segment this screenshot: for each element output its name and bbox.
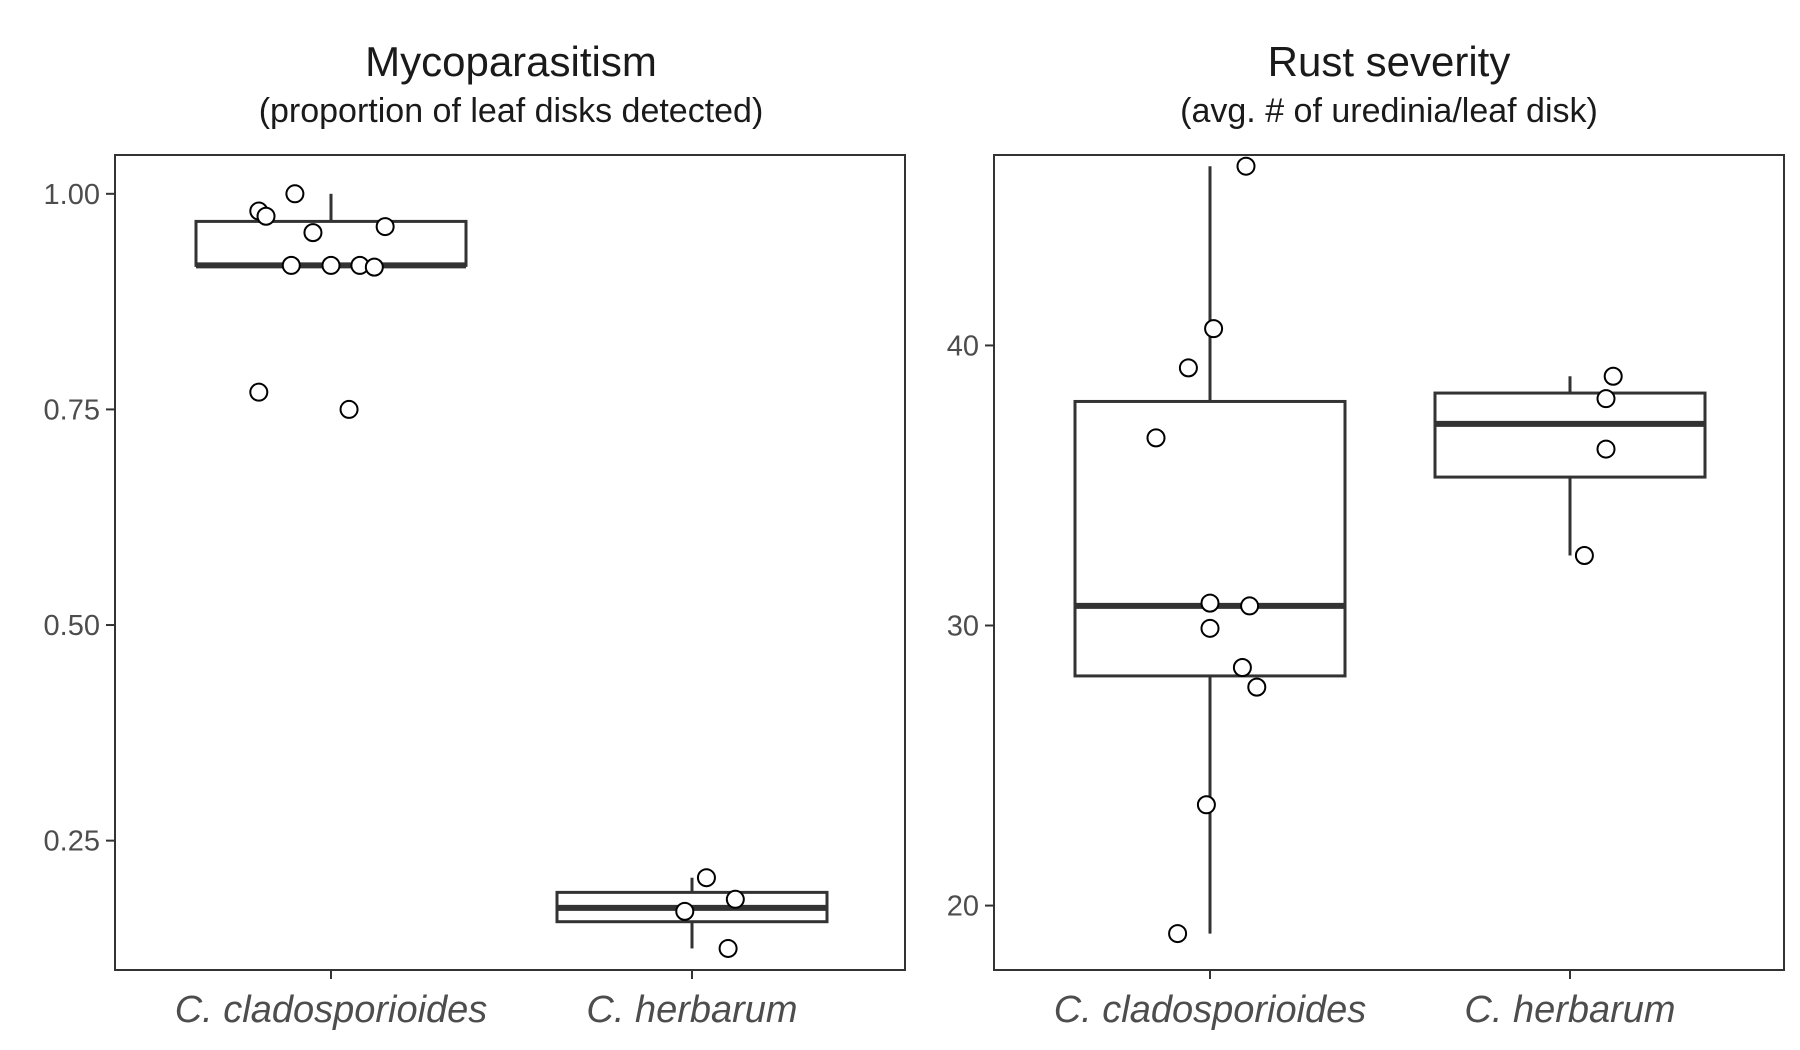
data-point xyxy=(1200,593,1220,613)
data-point xyxy=(1178,358,1198,378)
y-tick-label: 0.75 xyxy=(44,394,100,426)
data-point xyxy=(303,223,323,243)
data-point xyxy=(1236,156,1256,176)
data-point xyxy=(675,901,695,921)
y-tick-label: 0.50 xyxy=(44,610,100,642)
data-point xyxy=(1247,677,1267,697)
x-tick-label: C. herbarum xyxy=(586,989,797,1031)
x-tick-label: C. cladosporioides xyxy=(1054,989,1367,1031)
y-tick-label: 20 xyxy=(947,891,979,923)
data-point xyxy=(1196,795,1216,815)
boxplot-c-cladosporioides xyxy=(194,193,468,269)
panel-rust-severity: Rust severity (avg. # of uredinia/leaf d… xyxy=(947,38,1785,1031)
panel-title: Mycoparasitism xyxy=(365,38,657,85)
panel-subtitle: (avg. # of uredinia/leaf disk) xyxy=(1180,92,1598,130)
boxplot-c-cladosporioides xyxy=(1073,166,1347,934)
data-point xyxy=(321,255,341,275)
x-tick-label: C. herbarum xyxy=(1464,989,1675,1031)
data-point xyxy=(281,255,301,275)
data-point xyxy=(1603,366,1623,386)
panel-mycoparasitism: Mycoparasitism (proportion of leaf disks… xyxy=(44,38,906,1031)
plot-frame xyxy=(114,154,906,971)
y-tick-label: 40 xyxy=(947,330,979,362)
data-point xyxy=(375,217,395,237)
data-point xyxy=(1146,428,1166,448)
data-point xyxy=(249,382,269,402)
y-tick-label: 1.00 xyxy=(44,179,100,211)
data-point xyxy=(1574,545,1594,565)
boxplot-c-herbarum xyxy=(1433,376,1707,556)
y-tick-label: 0.25 xyxy=(44,826,100,858)
data-point xyxy=(339,399,359,419)
data-point xyxy=(718,938,738,958)
data-point xyxy=(1596,389,1616,409)
data-point xyxy=(1168,924,1188,944)
data-point xyxy=(256,206,276,226)
data-point xyxy=(285,184,305,204)
box-iqr xyxy=(1433,391,1707,479)
data-point xyxy=(725,889,745,909)
data-point xyxy=(1204,319,1224,339)
panel-subtitle: (proportion of leaf disks detected) xyxy=(259,92,764,130)
data-point xyxy=(696,868,716,888)
data-point xyxy=(1596,439,1616,459)
panel-title: Rust severity xyxy=(1268,38,1511,85)
data-point xyxy=(1232,658,1252,678)
y-tick-label: 30 xyxy=(947,611,979,643)
x-tick-label: C. cladosporioides xyxy=(175,989,488,1031)
data-point xyxy=(1240,596,1260,616)
plot-frame xyxy=(993,154,1785,971)
data-point xyxy=(364,257,384,277)
data-point xyxy=(1200,618,1220,638)
